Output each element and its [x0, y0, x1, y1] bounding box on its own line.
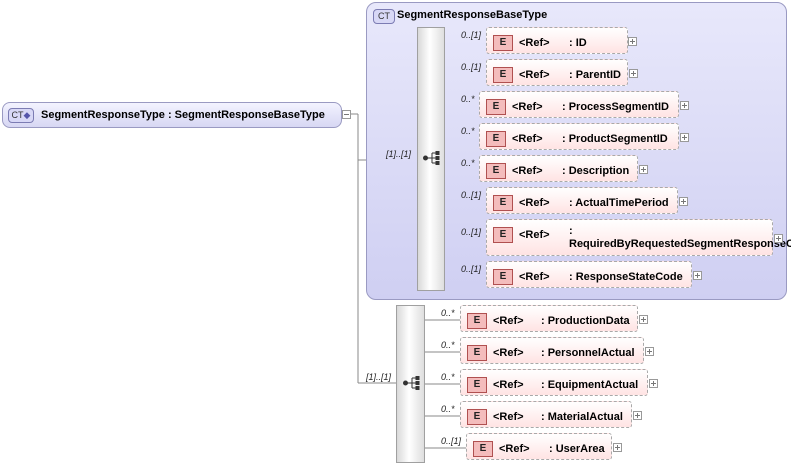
complex-type-icon: CT◆ — [8, 108, 34, 123]
collapse-root-toggle[interactable] — [342, 110, 351, 119]
element-description[interactable]: E <Ref> : Description — [479, 155, 638, 182]
expand-element-toggle[interactable] — [679, 197, 688, 206]
element-ref: <Ref> — [512, 101, 543, 113]
element-cardinality: 0..* — [461, 158, 475, 168]
element-icon: E — [473, 441, 493, 457]
element-icon: E — [467, 377, 487, 393]
element-cardinality: 0..[1] — [461, 227, 482, 237]
element-actual-time-period[interactable]: E <Ref> : ActualTimePeriod — [486, 187, 678, 214]
element-icon: E — [493, 269, 513, 285]
expand-element-toggle[interactable] — [633, 411, 642, 420]
element-material-actual[interactable]: E <Ref> : MaterialActual — [460, 401, 632, 428]
base-type-title: SegmentResponseBaseType — [397, 9, 548, 21]
expand-element-toggle[interactable] — [693, 271, 702, 280]
complex-type-icon: CT — [373, 9, 395, 24]
element-name: : ParentID — [569, 69, 621, 81]
element-cardinality: 0..* — [441, 372, 455, 382]
element-user-area[interactable]: E <Ref> : UserArea — [466, 433, 612, 460]
sequence-icon — [403, 376, 420, 390]
expand-element-toggle[interactable] — [774, 234, 783, 243]
element-icon: E — [467, 313, 487, 329]
element-icon: E — [493, 227, 513, 243]
element-ref: <Ref> — [499, 443, 530, 455]
expand-element-toggle[interactable] — [680, 101, 689, 110]
element-name: : MaterialActual — [541, 411, 623, 423]
element-product-segment-id[interactable]: E <Ref> : ProductSegmentID — [479, 123, 679, 150]
element-cardinality: 0..[1] — [461, 62, 482, 72]
element-icon: E — [467, 409, 487, 425]
extension-sequence-connector[interactable] — [396, 305, 425, 463]
element-name: : UserArea — [549, 443, 605, 455]
element-ref: <Ref> — [493, 347, 524, 359]
element-name: : ProductSegmentID — [562, 133, 668, 145]
element-cardinality: 0..* — [441, 340, 455, 350]
expand-element-toggle[interactable] — [639, 315, 648, 324]
element-parent-id[interactable]: E <Ref> : ParentID — [486, 59, 628, 86]
root-complex-type[interactable]: CT◆ SegmentResponseType : SegmentRespons… — [2, 102, 342, 128]
element-icon: E — [486, 131, 506, 147]
element-name: : Description — [562, 165, 630, 177]
element-icon: E — [467, 345, 487, 361]
element-name: : ResponseStateCode — [569, 271, 683, 283]
element-cardinality: 0..* — [441, 404, 455, 414]
element-ref: <Ref> — [493, 379, 524, 391]
element-cardinality: 0..[1] — [461, 264, 482, 274]
element-required-by-requested-segment-response-code[interactable]: E <Ref> : RequiredByRequestedSegmentResp… — [486, 219, 791, 256]
element-ref: <Ref> — [493, 315, 524, 327]
element-name: : PersonnelActual — [541, 347, 635, 359]
element-cardinality: 0..[1] — [461, 30, 482, 40]
expand-element-toggle[interactable] — [628, 37, 637, 46]
element-name: : ActualTimePeriod — [569, 197, 669, 209]
element-ref: <Ref> — [519, 37, 550, 49]
expand-element-toggle[interactable] — [645, 347, 654, 356]
element-name: : ID — [569, 37, 587, 49]
expand-element-toggle[interactable] — [680, 133, 689, 142]
element-process-segment-id[interactable]: E <Ref> : ProcessSegmentID — [479, 91, 679, 118]
element-name: : ProductionData — [541, 315, 630, 327]
element-response-state-code[interactable]: E <Ref> : ResponseStateCode — [486, 261, 692, 288]
element-id[interactable]: E <Ref> : ID — [486, 27, 628, 54]
element-name: : ProcessSegmentID — [562, 101, 669, 113]
extension-sequence-cardinality: [1]..[1] — [366, 372, 392, 382]
element-equipment-actual[interactable]: E <Ref> : EquipmentActual — [460, 369, 648, 396]
element-cardinality: 0..* — [461, 126, 475, 136]
element-ref: <Ref> — [512, 165, 543, 177]
element-production-data[interactable]: E <Ref> : ProductionData — [460, 305, 638, 332]
element-name: : EquipmentActual — [541, 379, 639, 391]
element-ref: <Ref> — [519, 271, 550, 283]
element-ref: <Ref> — [519, 229, 550, 241]
element-name: : RequiredByRequestedSegmentResponseCode — [569, 225, 791, 250]
element-ref: <Ref> — [512, 133, 543, 145]
expand-element-toggle[interactable] — [629, 69, 638, 78]
element-cardinality: 0..[1] — [441, 436, 462, 446]
element-icon: E — [486, 99, 506, 115]
element-icon: E — [486, 163, 506, 179]
element-cardinality: 0..* — [461, 94, 475, 104]
expand-element-toggle[interactable] — [613, 443, 622, 452]
element-icon: E — [493, 35, 513, 51]
element-ref: <Ref> — [519, 69, 550, 81]
element-ref: <Ref> — [519, 197, 550, 209]
element-icon: E — [493, 67, 513, 83]
expand-element-toggle[interactable] — [649, 379, 658, 388]
sequence-icon — [423, 151, 440, 165]
element-cardinality: 0..[1] — [461, 190, 482, 200]
root-type-label: SegmentResponseType : SegmentResponseBas… — [41, 109, 325, 121]
element-ref: <Ref> — [493, 411, 524, 423]
base-sequence-cardinality: [1]..[1] — [386, 149, 412, 159]
base-sequence-connector[interactable] — [417, 27, 445, 291]
element-cardinality: 0..* — [441, 308, 455, 318]
expand-element-toggle[interactable] — [639, 165, 648, 174]
element-icon: E — [493, 195, 513, 211]
element-personnel-actual[interactable]: E <Ref> : PersonnelActual — [460, 337, 644, 364]
